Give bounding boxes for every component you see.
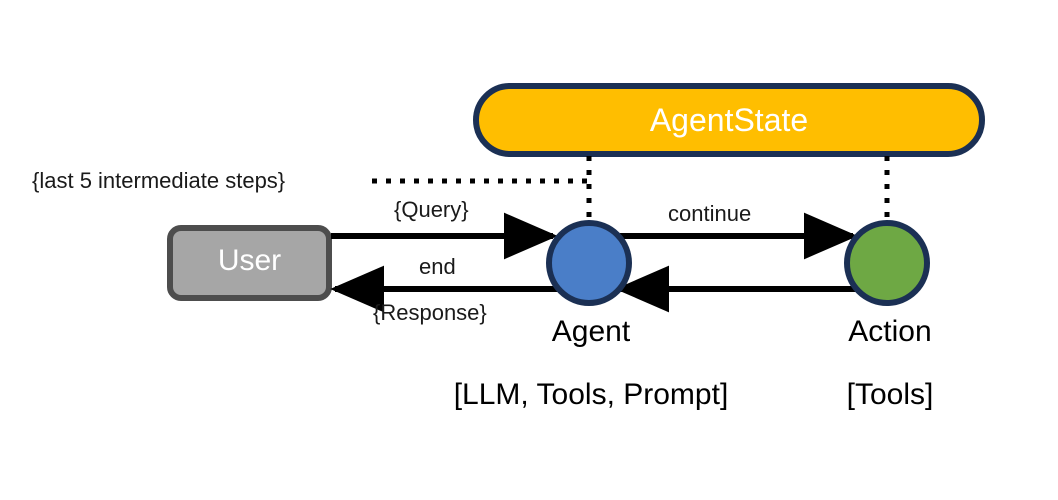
node-user-shape[interactable] [167, 225, 332, 301]
node-agent-shape[interactable] [546, 220, 632, 306]
edge-label-continue: continue [668, 201, 752, 226]
node-agentstate-shape[interactable] [473, 83, 985, 157]
edge-label-end: end [419, 254, 456, 279]
node-action-shape[interactable] [844, 220, 930, 306]
caption-action: Action [848, 315, 932, 348]
edge-label-intermediate-steps: {last 5 intermediate steps} [32, 168, 286, 193]
caption-agent: Agent [551, 315, 631, 348]
edge-label-response: {Response} [373, 300, 487, 325]
caption-agent-components: [LLM, Tools, Prompt] [453, 378, 729, 411]
edge-label-query: {Query} [394, 197, 469, 222]
caption-action-components: [Tools] [846, 378, 934, 411]
